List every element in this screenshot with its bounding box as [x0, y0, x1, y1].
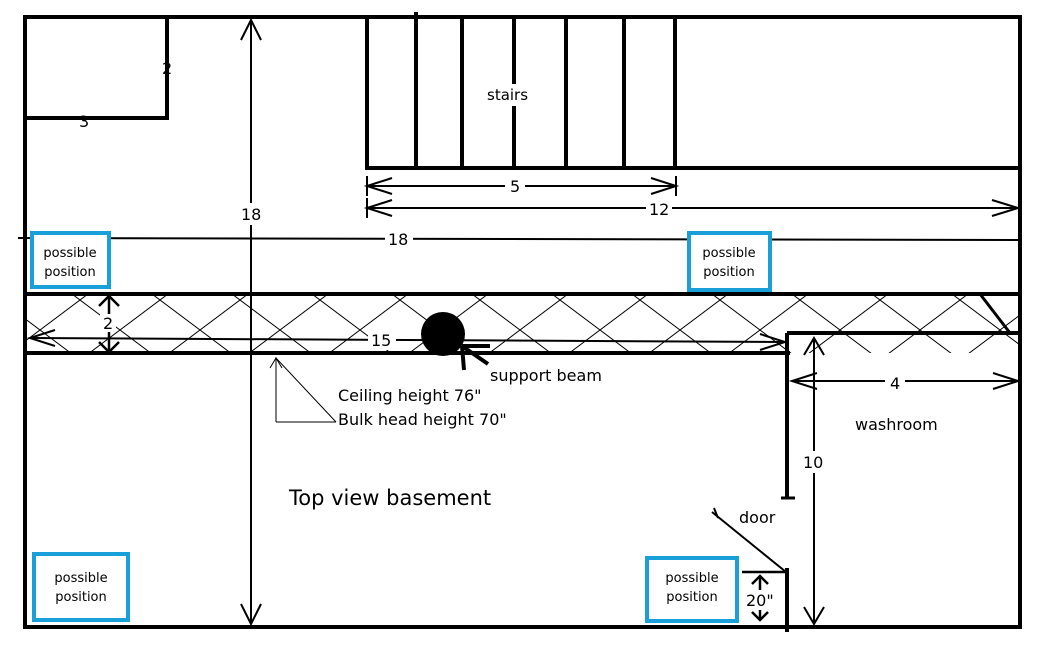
- svg-text:possible: possible: [43, 246, 96, 261]
- svg-text:position: position: [55, 590, 107, 605]
- svg-text:position: position: [666, 590, 718, 605]
- dim-12: 12: [649, 200, 669, 219]
- dim-stairs-width: 5: [510, 177, 520, 196]
- dim-washroom-width: 4: [890, 374, 900, 393]
- dim-washroom-length: 10: [803, 453, 823, 472]
- possible-position-4: possible position: [645, 556, 739, 623]
- dim-washroom-length-arrow: [803, 336, 825, 626]
- stairs: [365, 12, 1020, 170]
- svg-text:possible: possible: [665, 571, 718, 586]
- dim-room-height-arrow: [240, 17, 262, 627]
- dim-closet-w: 3: [79, 112, 89, 131]
- dim-room-height: 18: [241, 205, 261, 224]
- washroom-label: washroom: [855, 415, 938, 434]
- washroom-wall: [785, 331, 1020, 498]
- svg-text:possible: possible: [54, 571, 107, 586]
- dim-15: 15: [371, 331, 391, 350]
- stairs-label: stairs: [487, 86, 528, 104]
- possible-position-3: possible position: [32, 552, 130, 622]
- possible-position-2: possible position: [687, 231, 772, 292]
- door-label: door: [739, 508, 776, 527]
- support-beam-pointer: [460, 344, 490, 371]
- diagram-title: Top view basement: [288, 486, 491, 510]
- height-callout-arrow: [269, 356, 337, 423]
- dim-door-gap: 20": [746, 591, 774, 610]
- dim-bulkhead-depth: 2: [103, 314, 113, 333]
- dim-closet-h: 2: [162, 59, 172, 78]
- ceiling-height-label: Ceiling height 76": [338, 386, 482, 405]
- svg-text:position: position: [703, 265, 755, 280]
- support-beam-label: support beam: [490, 366, 602, 385]
- closet-wall: [25, 17, 169, 120]
- dim-18-line: [17, 237, 1021, 241]
- dim-18-horizontal: 18: [388, 230, 408, 249]
- dim-12-arrow: [363, 198, 1022, 218]
- support-beam-circle: [421, 312, 465, 356]
- possible-position-1: possible position: [30, 231, 111, 289]
- bulkhead-height-label: Bulk head height 70": [338, 410, 507, 429]
- bulkhead: [25, 294, 1020, 353]
- svg-text:position: position: [44, 265, 96, 280]
- door-swing: [711, 511, 787, 573]
- svg-text:possible: possible: [702, 246, 755, 261]
